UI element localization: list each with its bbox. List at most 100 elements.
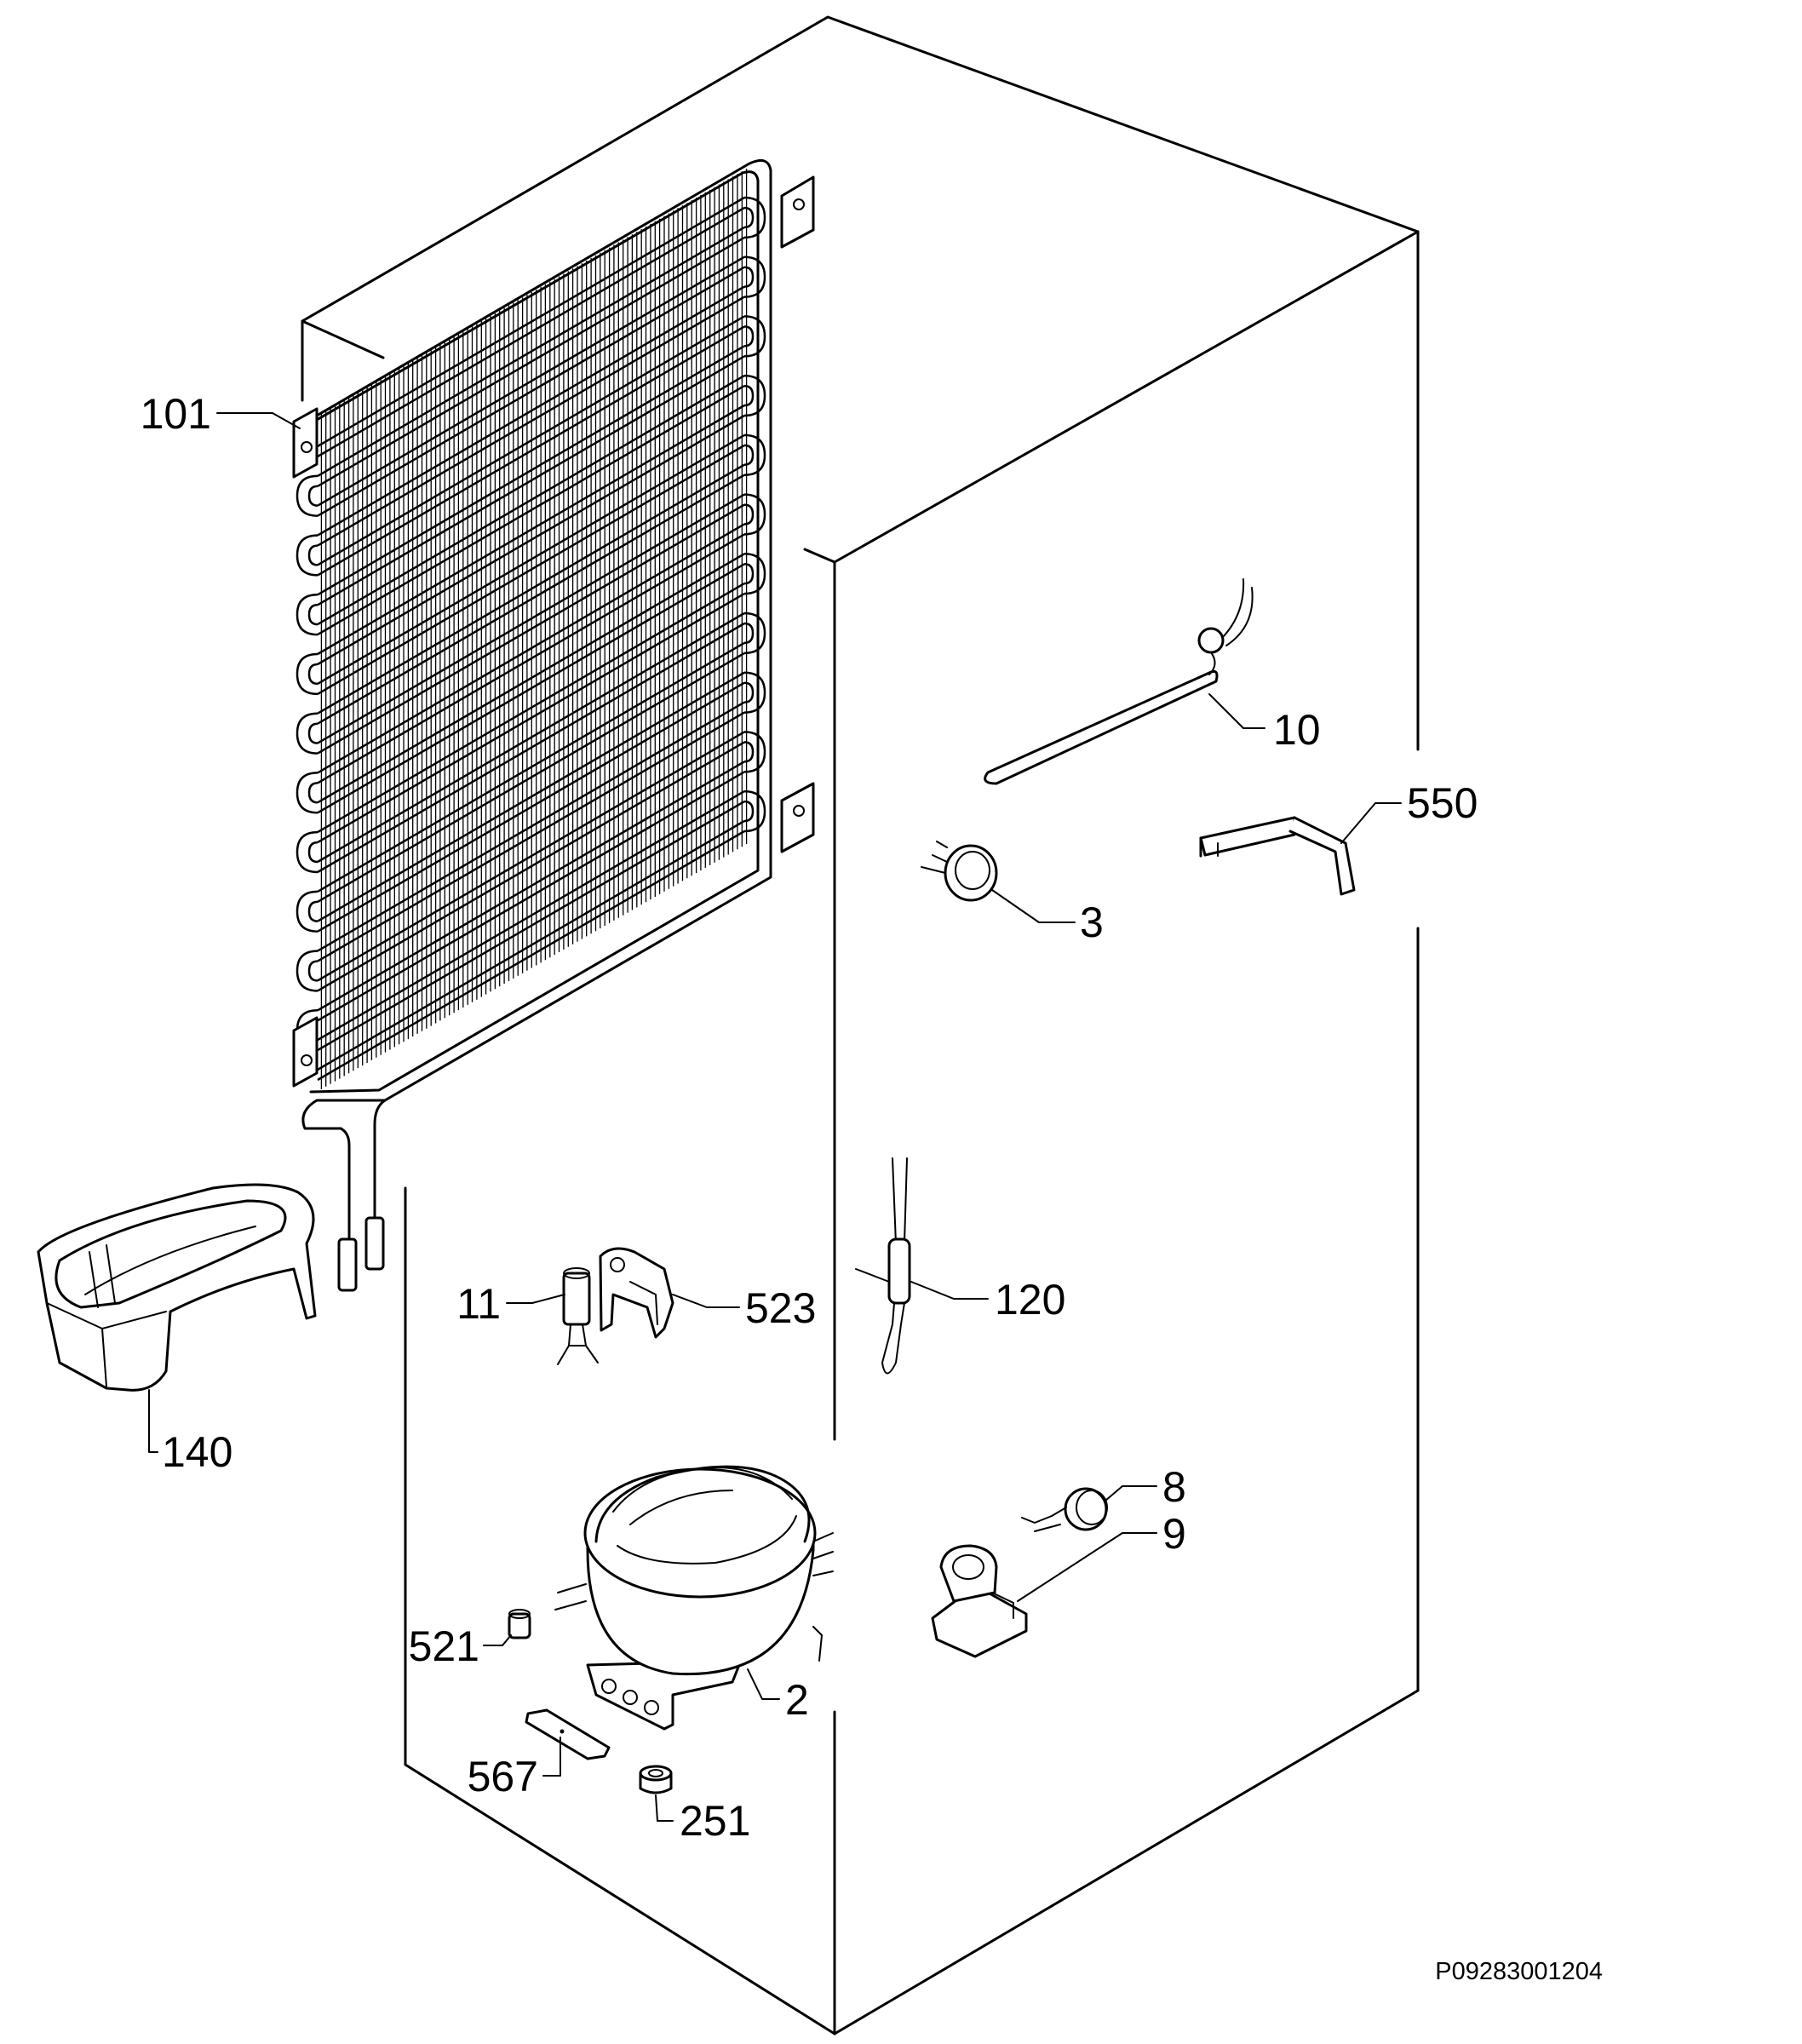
- condenser-tube-bend: [296, 772, 319, 814]
- condenser-tube-run: [317, 593, 745, 844]
- leader-523: [672, 1294, 740, 1308]
- condenser-tube-bend: [296, 712, 319, 755]
- condenser-tube-run: [317, 385, 745, 636]
- condenser-tube-run: [317, 474, 745, 725]
- condenser-tube-run: [317, 206, 745, 458]
- drawing-number: P09283001204: [1435, 1958, 1603, 1985]
- leader-9: [1017, 1532, 1157, 1602]
- condenser-tube-run: [317, 196, 745, 448]
- condenser-bracket-top-left: [292, 407, 319, 479]
- condenser-tube-bend: [743, 611, 766, 655]
- condenser-tube-bend: [296, 534, 319, 577]
- condenser-tube-run: [317, 493, 745, 744]
- condenser-tube-bend: [296, 474, 319, 517]
- mounting-plate: [525, 1708, 611, 1760]
- condenser-tube-bend: [296, 830, 319, 874]
- condenser-tube-run: [317, 266, 745, 517]
- condenser-tube-run: [317, 652, 745, 903]
- bracket: [1199, 816, 1356, 896]
- valve-bracket: [599, 1247, 674, 1339]
- condenser-tube-run: [317, 256, 745, 507]
- condenser-tube-run: [317, 671, 745, 922]
- condenser: [292, 158, 815, 1292]
- callout-8: 8: [1162, 1463, 1186, 1511]
- condenser-tube-run: [317, 771, 745, 1022]
- leader-120: [910, 1281, 989, 1300]
- condenser-tube-run: [317, 345, 745, 596]
- relay: [1021, 1487, 1108, 1532]
- relay-clip: [931, 1544, 1028, 1658]
- condenser-tube-run: [317, 236, 745, 487]
- condenser-serpentine-tube: [296, 196, 766, 1082]
- condenser-tube-run: [317, 533, 745, 784]
- callout-567: 567: [468, 1753, 538, 1800]
- compressor: [554, 1465, 834, 1731]
- condenser-tube-run: [317, 433, 745, 685]
- condenser-tube-bend: [743, 196, 766, 239]
- condenser-tube-bend: [743, 256, 766, 298]
- condenser-tube-run: [317, 523, 745, 774]
- condenser-tube-run: [317, 563, 745, 814]
- leader-101: [216, 412, 301, 429]
- condenser-tube-bend: [743, 553, 766, 595]
- condenser-tube-run: [317, 790, 745, 1042]
- condenser-tube-run: [317, 611, 745, 864]
- condenser-tube-run: [317, 830, 745, 1082]
- condenser-tube-run: [317, 731, 745, 982]
- condenser-tube-run: [317, 801, 745, 1052]
- solenoid-valve: [557, 1267, 599, 1365]
- condenser-tube-run: [317, 463, 745, 715]
- callout-521: 521: [409, 1622, 479, 1670]
- callout-10: 10: [1273, 706, 1321, 754]
- condenser-tube-run: [317, 761, 745, 1012]
- condenser-tube-run: [317, 583, 745, 834]
- condenser-tube-bend: [743, 433, 766, 476]
- leader-lines: [148, 412, 1402, 1822]
- condenser-tube-run: [317, 226, 745, 477]
- condenser-bracket-mid-right: [780, 782, 815, 853]
- callout-2: 2: [785, 1676, 809, 1724]
- condenser-bracket-bottom-left: [292, 1016, 319, 1088]
- filter-drier: [855, 1157, 911, 1375]
- condenser-tube-run: [317, 819, 745, 1071]
- condenser-tube-bend: [743, 731, 766, 773]
- leader-521: [483, 1634, 512, 1646]
- leader-10: [1208, 693, 1265, 729]
- callout-251: 251: [680, 1797, 750, 1845]
- callout-523: 523: [745, 1284, 816, 1332]
- condenser-tube-run: [317, 701, 745, 952]
- condenser-tube-bend: [743, 493, 766, 536]
- thermostat-capillary: [984, 578, 1254, 785]
- callout-120: 120: [995, 1276, 1065, 1323]
- leader-550: [1340, 802, 1402, 844]
- condenser-bracket-top-right: [780, 175, 815, 249]
- condenser-tube-run: [317, 296, 745, 547]
- condenser-tube-bend: [296, 652, 319, 696]
- condenser-tube-run: [317, 285, 745, 537]
- condenser-tube-run: [317, 325, 745, 577]
- condenser-tube-bend: [743, 671, 766, 714]
- callout-11: 11: [456, 1280, 501, 1328]
- condenser-tube-run: [317, 681, 745, 933]
- condenser-tube-bend: [743, 315, 766, 358]
- callout-3: 3: [1080, 899, 1104, 946]
- condenser-tube-bend: [743, 374, 766, 417]
- condenser-tube-bend: [296, 950, 319, 992]
- leader-251: [655, 1794, 674, 1822]
- compressor-grommet: [508, 1609, 531, 1639]
- leader-11: [506, 1294, 565, 1304]
- drip-tray: [37, 1183, 317, 1392]
- condenser-tube-run: [317, 741, 745, 992]
- condenser-tube-run: [317, 375, 745, 626]
- rubber-foot: [639, 1765, 673, 1794]
- leader-8: [1105, 1485, 1157, 1501]
- leader-567: [542, 1737, 561, 1777]
- condenser-tube-run: [317, 622, 745, 874]
- condenser-tube-run: [317, 404, 745, 656]
- condenser-tube-run: [317, 711, 745, 962]
- leader-3: [991, 889, 1076, 923]
- cabinet-outline: [301, 15, 1420, 2035]
- condenser-tube-run: [317, 553, 745, 804]
- condenser-tube-bend: [296, 594, 319, 636]
